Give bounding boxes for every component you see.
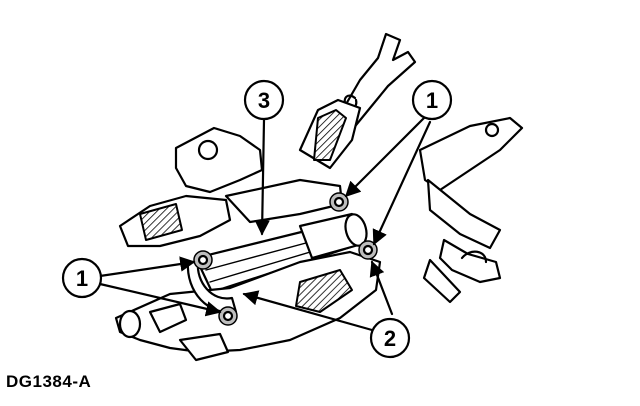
- callout-label: 2: [384, 326, 396, 351]
- figure-id-label: DG1384-A: [6, 372, 92, 391]
- leader-1-left-to-upper-bolt: [98, 256, 196, 278]
- leader-lines: [98, 116, 432, 332]
- callout-1-right: 1: [411, 79, 453, 121]
- bolt-upper-left: [193, 250, 213, 270]
- leader-2-to-clamp: [242, 290, 374, 332]
- left-upper-bracket: [118, 126, 344, 248]
- bolt-lower-right: [358, 240, 378, 260]
- callout-2: 2: [369, 317, 411, 359]
- bolt-upper-right: [329, 192, 349, 212]
- callout-label: 1: [426, 88, 438, 113]
- callout-1-left: 1: [61, 257, 103, 299]
- callout-label: 3: [258, 88, 270, 113]
- leader-1-left-to-lower-bolt: [98, 282, 222, 317]
- right-mounting-bracket: [418, 116, 524, 304]
- leader-1-right-to-upper-bolt: [344, 116, 426, 198]
- callout-3: 3: [243, 79, 285, 121]
- bolt-lower-left: [218, 306, 238, 326]
- callout-label: 1: [76, 266, 88, 291]
- upper-lever-bracket: [298, 32, 417, 170]
- leader-1-right-to-lower-bolt: [372, 120, 432, 246]
- leader-2-to-lower-right-bolt: [369, 260, 394, 316]
- leader-3-to-tube: [254, 118, 270, 236]
